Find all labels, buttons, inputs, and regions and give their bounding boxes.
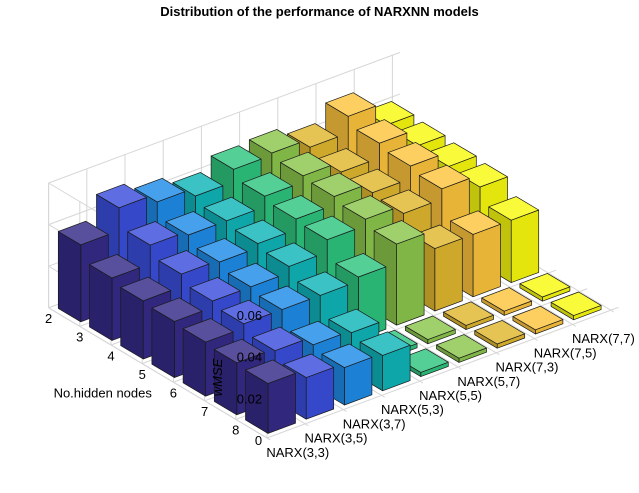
bar [443,301,494,330]
bar-top-face [512,305,564,331]
x-tick-label: NARX(5,5) [419,388,482,403]
bar-top-face [165,211,217,236]
bar-front-face [396,233,425,326]
x-tick-label: NARX(5,7) [457,374,520,389]
z-axis-label: wMSE [210,358,225,396]
bar-top-face [436,334,487,359]
bar-top-face [321,343,373,368]
bar-top-face [203,196,255,222]
bar-top-face [443,301,494,326]
y-tick-label: 5 [139,367,146,382]
bar-top-face [96,183,147,209]
bar-top-face [273,195,324,220]
bar-top-face [89,254,140,279]
bar-top-face [134,177,186,203]
bar-top-face [474,320,526,345]
bar-front-face [510,209,540,283]
bar-top-face [241,172,293,197]
bar [550,291,602,321]
bar-top-face [356,119,408,144]
bar-top-face [297,271,349,296]
y-axis-label: No.hidden nodes [54,386,153,401]
z-tick-label: 0 [255,433,262,448]
y-tick-label: 7 [201,404,208,419]
bar-top-face [182,318,234,343]
z-tick-label: 0.04 [237,350,262,365]
bar-top-face [311,172,363,197]
bar-top-face [450,210,501,235]
bar-top-face [189,277,241,302]
bar-top-face [287,123,338,148]
bar-top-face [488,196,540,221]
bar-top-face [373,220,425,245]
bar-top-face [519,273,571,298]
bar-top-face [227,262,279,288]
y-tick-label: 6 [170,386,177,401]
bar [512,305,564,335]
bar-top-face [280,151,331,177]
x-tick-label: NARX(7,7) [572,331,635,346]
z-tick-label: 0.02 [237,391,262,406]
bar-top-face [172,172,224,197]
x-tick-label: NARX(3,3) [266,445,329,460]
y-tick-label: 3 [76,330,83,345]
bar-top-face [325,92,377,117]
bar-top-face [342,195,394,220]
bar-top-face [481,287,533,312]
bar-top-face [359,331,411,356]
bar-front-face [434,238,463,312]
bar-top-face [252,326,303,352]
bar [474,320,526,349]
bar-top-face [387,142,439,167]
bar-top-face [304,215,356,241]
grid-line-z [48,51,401,184]
bar-top-face [380,189,432,214]
bar-top-face [158,250,210,275]
floor-line [48,307,271,441]
chart-title: Distribution of the performance of NARXN… [160,4,479,19]
bar-top-face [283,353,335,378]
bars [57,92,602,434]
x-tick-label: NARX(5,3) [381,402,444,417]
bar-front-face [472,223,501,298]
bar-top-face [550,291,602,316]
bar-top-face [266,242,317,267]
bar-top-face [418,164,470,190]
bar-top-face [245,359,296,384]
bar [519,273,571,302]
bar-top-face [290,320,342,346]
y-tick-label: 8 [232,423,239,438]
bar-top-face [220,299,272,325]
bar-top-face [210,145,262,170]
bar [481,287,533,316]
bar-top-face [57,220,109,246]
y-tick-label: 2 [45,311,52,326]
bar-top-face [234,219,286,244]
bar-top-face [328,308,380,334]
bar [359,331,411,392]
bar-top-face [248,129,300,154]
floor-line [266,306,619,439]
bar-top-face [213,338,265,364]
bar-top-face [196,238,248,263]
bar-side-face [57,231,82,323]
y-tick-label: 4 [107,348,114,363]
x-tick-label: NARX(3,5) [305,431,368,446]
bar-top-face [127,221,179,246]
bar [404,315,456,345]
x-tick-label: NARX(7,3) [496,360,559,375]
bar-top-face [259,285,310,310]
x-tick-label: NARX(7,5) [534,345,597,360]
z-tick-label: 0.06 [237,308,262,323]
bar [245,359,296,434]
x-tick-label: NARX(3,7) [343,416,406,431]
bar [436,334,487,363]
bar-top-face [151,297,203,322]
bar-top-face [120,276,172,302]
bar-top-face [335,253,387,278]
bar-top-face [404,315,456,340]
